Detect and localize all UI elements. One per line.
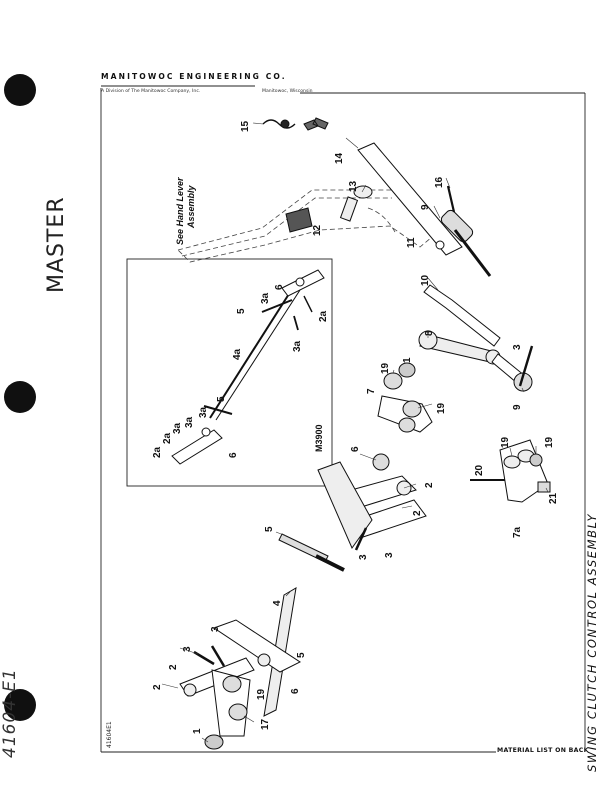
m3900-inset-parts	[171, 269, 325, 465]
callout-9-upper: 9	[420, 204, 431, 210]
callout-19-a: 19	[380, 362, 391, 374]
callout-3-mid-b: 3	[384, 552, 395, 558]
callout-15: 15	[240, 120, 251, 132]
callout-11: 11	[406, 237, 417, 248]
callout-6-lower: 6	[290, 688, 301, 694]
callout-2-lower-b: 2	[152, 684, 163, 690]
callout-12: 12	[312, 224, 323, 236]
callout-3-lower-a: 3	[210, 626, 221, 632]
callout-9-lower: 9	[512, 404, 523, 410]
inset-callout-5-a: 5	[216, 396, 227, 402]
callout-19-c: 19	[500, 436, 511, 448]
callout-13: 13	[348, 180, 359, 192]
callout-7a: 7a	[512, 526, 523, 538]
callout-2-lower: 2	[412, 510, 423, 516]
inset-callout-6-a: 6	[228, 452, 239, 458]
leader-lines	[161, 122, 549, 743]
inset-callout-3a-d: 3a	[260, 292, 271, 304]
callout-19-d: 19	[544, 436, 555, 448]
callout-17: 17	[260, 718, 271, 730]
inset-callout-6-b: 6	[274, 284, 285, 290]
frame-lines	[100, 85, 586, 753]
callout-5-lower: 5	[296, 652, 307, 658]
callout-2-lower-a: 2	[168, 664, 179, 670]
callout-3-right: 3	[512, 344, 523, 350]
material-list-note: MATERIAL LIST ON BACK	[497, 747, 589, 754]
callout-3-lower-b: 3	[182, 646, 193, 652]
callout-19-lower: 19	[256, 688, 267, 700]
clutch-link-parts	[377, 284, 534, 433]
hand-lever-note-line1: See Hand Lever	[175, 177, 185, 245]
see-hand-lever-note: See Hand Lever Assembly	[175, 177, 196, 245]
callout-20: 20	[474, 464, 485, 476]
callout-labels: 15 14 13 16 12 9 11 10 8 3 1 9 19 7 19 6…	[152, 120, 559, 734]
company-name: MANITOWOC ENGINEERING CO.	[101, 72, 287, 81]
hand-lever-note-line2: Assembly	[186, 184, 196, 229]
inset-callout-4a: 4a	[232, 348, 243, 360]
callout-7: 7	[366, 388, 377, 394]
inset-callout-3a-c: 3a	[198, 406, 209, 418]
punch-hole-top	[4, 74, 36, 106]
callout-8: 8	[424, 330, 435, 336]
inset-callout-3a-e: 3a	[292, 340, 303, 352]
inset-callout-2a-c: 2a	[318, 310, 329, 322]
inset-callout-3a-b: 3a	[184, 416, 195, 428]
inset-callout-2a-a: 2a	[152, 446, 163, 458]
callout-21: 21	[548, 492, 559, 504]
inset-callout-labels: 2a 2a 3a 3a 3a 6 5 4a 5 3a 6 3a 2a M3900	[152, 284, 329, 458]
callout-6-mid: 6	[350, 446, 361, 452]
callout-10: 10	[420, 274, 431, 286]
inset-callout-3a-a: 3a	[172, 422, 183, 434]
callout-2-upper: 2	[424, 482, 435, 488]
callout-4: 4	[272, 600, 283, 606]
inset-callout-2a-b: 2a	[162, 432, 173, 444]
callout-3-mid-a: 3	[358, 554, 369, 560]
callout-1-right: 1	[402, 357, 413, 363]
location-line: Manitowoc, Wisconsin	[262, 89, 313, 94]
lower-linkage	[179, 453, 427, 750]
punch-hole-bottom	[4, 689, 36, 721]
callout-14: 14	[334, 152, 345, 164]
punch-hole-middle	[4, 381, 36, 413]
upper-lever-assembly	[262, 117, 492, 277]
division-line: A Division of The Manitowoc Company, Inc…	[101, 89, 201, 94]
inset-callout-5-b: 5	[236, 308, 247, 314]
m3900-inset-box	[126, 258, 333, 487]
callout-16: 16	[434, 176, 445, 188]
callout-5-mid: 5	[264, 526, 275, 532]
inset-model-label: M3900	[314, 424, 324, 452]
callout-1-lower: 1	[192, 728, 203, 734]
callout-19-b: 19	[436, 402, 447, 414]
